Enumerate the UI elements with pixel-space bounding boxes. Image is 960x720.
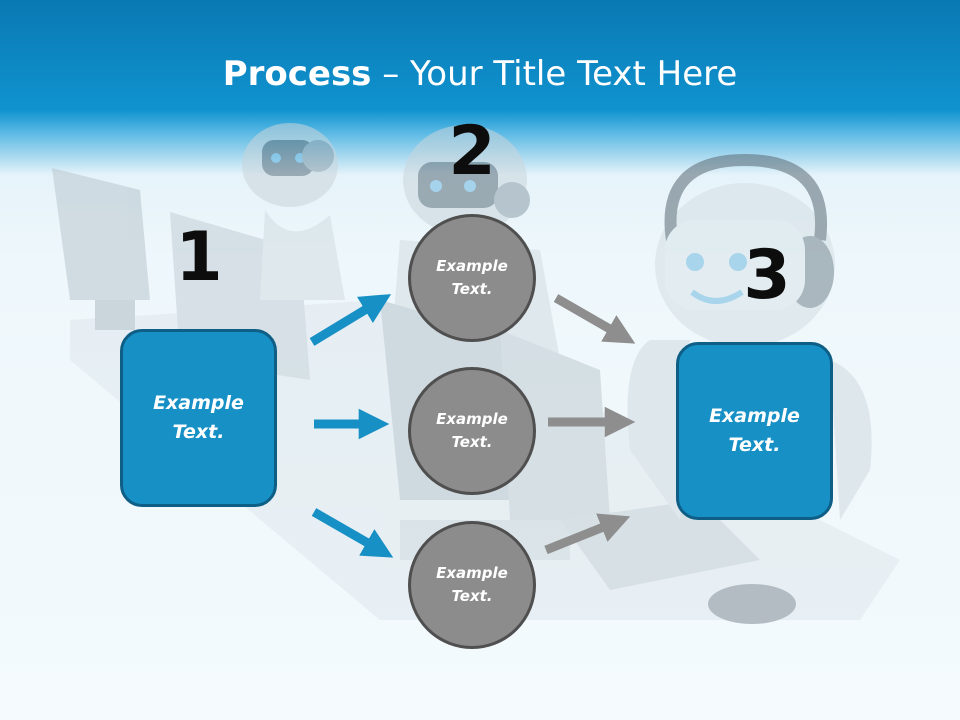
arrow-from-circle-1 — [556, 298, 622, 336]
step-2-circle-1-text: Example Text. — [436, 255, 508, 301]
step-number-1: 1 — [159, 220, 239, 296]
step-2-circle-2-text: Example Text. — [436, 408, 508, 454]
step-2-circle-2: Example Text. — [408, 367, 536, 495]
step-3-box-text: Example Text. — [709, 402, 800, 460]
step-1-box-text: Example Text. — [153, 389, 244, 447]
step-number-2: 2 — [432, 114, 512, 190]
arrow-to-circle-3 — [314, 512, 380, 550]
arrow-from-circle-3 — [546, 522, 616, 550]
step-2-circle-3: Example Text. — [408, 521, 536, 649]
step-2-circle-1: Example Text. — [408, 214, 536, 342]
arrow-to-circle-1 — [312, 302, 378, 342]
step-1-box: Example Text. — [120, 329, 277, 507]
step-3-box: Example Text. — [676, 342, 833, 520]
step-2-circle-3-text: Example Text. — [436, 562, 508, 608]
step-number-3: 3 — [727, 238, 807, 314]
